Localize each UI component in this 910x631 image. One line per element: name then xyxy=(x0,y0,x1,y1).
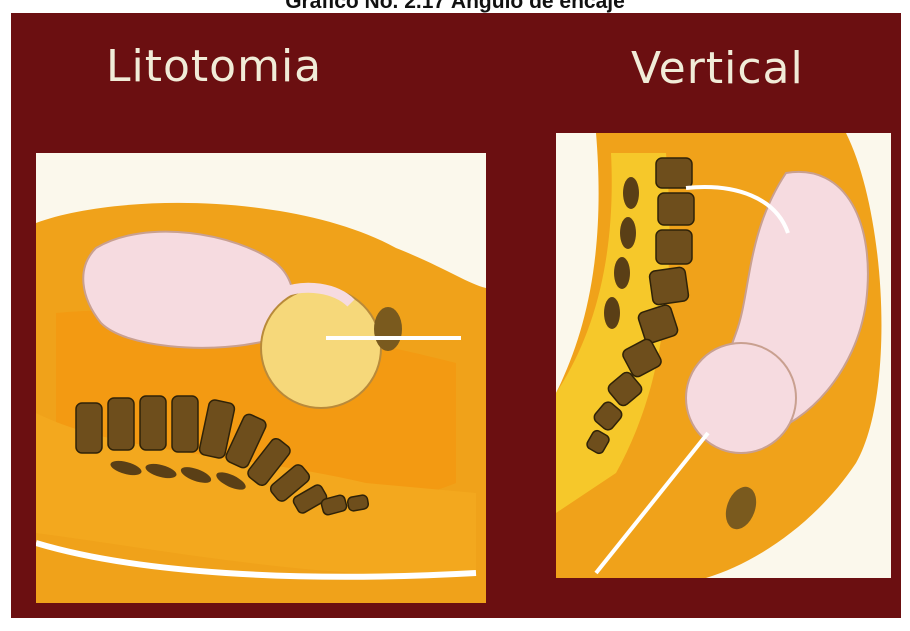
illustration-lithotomy xyxy=(36,153,486,603)
panel-label-litotomia: Litotomia xyxy=(106,41,322,92)
slide-background: Litotomia Vertical xyxy=(11,13,901,618)
vertical-drawing xyxy=(556,133,891,578)
lithotomy-drawing xyxy=(36,153,486,603)
figure-title: Gráfico No. 2.17 Ángulo de encaje xyxy=(0,0,910,14)
illustration-vertical xyxy=(556,133,891,578)
panel-label-vertical: Vertical xyxy=(631,43,804,94)
fetus-head xyxy=(261,288,381,408)
fetus-head xyxy=(686,343,796,453)
